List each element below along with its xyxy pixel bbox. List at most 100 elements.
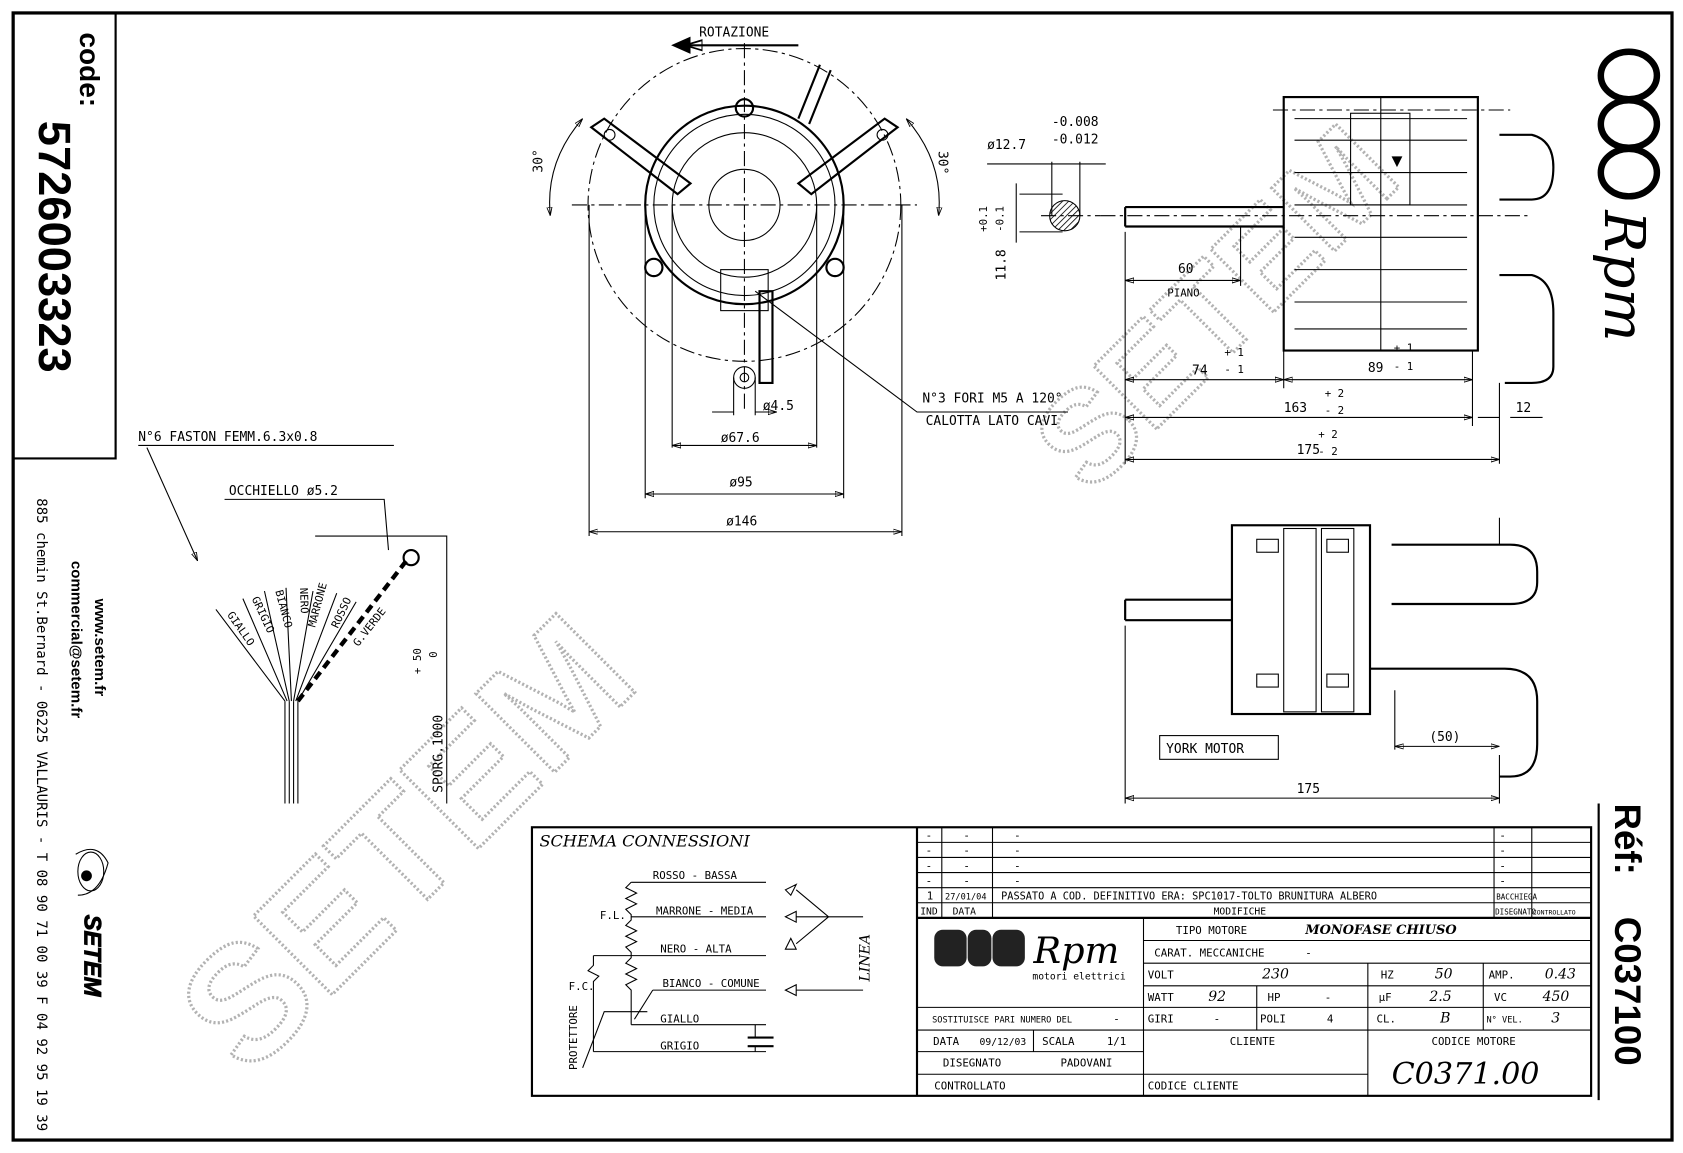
title-rpm-sub: motori elettrici	[1032, 971, 1125, 982]
uf-value: 2.5	[1428, 989, 1451, 1005]
rev-ind: -	[926, 859, 932, 872]
schema-line-grigio: GRIGIO	[660, 1039, 699, 1052]
ref-value: C037100	[1607, 917, 1648, 1066]
dim-74-tol-upper: + 1	[1224, 346, 1243, 359]
shaft-tol-upper: -0.008	[1052, 115, 1099, 130]
title-rpm-brand: Rpm	[1032, 929, 1119, 972]
dim-163-tol-lower: - 2	[1325, 404, 1344, 417]
wire-bianco: BIANCO	[272, 588, 295, 629]
cl-value: B	[1439, 1010, 1450, 1026]
rev-header-dis: DISEGNATO	[1495, 908, 1536, 917]
title-block-grid	[917, 917, 1592, 1096]
poli-value: 4	[1327, 1012, 1333, 1025]
rev-ind: -	[926, 829, 932, 842]
rev-ind: -	[926, 844, 932, 857]
email-link[interactable]: commercial@setem.fr	[67, 561, 84, 718]
cable-view: N°6 FASTON FEMM.6.3x0.8 OCCHIELLO ø5.2 G…	[138, 430, 448, 804]
rev-dis: BACCHIEGA	[1496, 893, 1537, 902]
amp-value: 0.43	[1545, 966, 1576, 982]
carat-label: CARAT. MECCANICHE	[1154, 947, 1264, 960]
data-label: DATA	[933, 1035, 959, 1048]
rev-dis: -	[1499, 829, 1505, 842]
rpm-brand: Rpm	[1591, 209, 1656, 341]
dim-hole: ø4.5	[763, 399, 794, 414]
dim-163-tol-upper: + 2	[1325, 387, 1344, 400]
schema-title: SCHEMA CONNESSIONI	[539, 832, 750, 851]
dim-50: (50)	[1429, 730, 1460, 745]
watt-value: 92	[1208, 989, 1226, 1005]
angle-left-label: 30°	[532, 149, 547, 172]
dim-175-tol-upper: + 2	[1318, 428, 1337, 441]
schema-fl: F.L.	[600, 909, 626, 922]
hz-label: HZ	[1381, 968, 1394, 981]
wire-grigio: GRIGIO	[249, 594, 277, 635]
rev-mod: -	[1014, 844, 1020, 857]
hp-label: HP	[1268, 991, 1281, 1004]
carat-value: -	[1305, 947, 1311, 960]
schema-line-giallo: GIALLO	[660, 1012, 699, 1025]
cable-length-tol-lower: 0	[427, 651, 440, 657]
website-link[interactable]: www.setem.fr	[91, 598, 108, 697]
rev-ind: 1	[927, 890, 933, 903]
volt-value: 230	[1261, 966, 1289, 982]
code-value: 5726003323	[29, 121, 80, 373]
schema-line-marrone: MARRONE - MEDIA	[656, 905, 754, 918]
dim-95: ø95	[729, 475, 752, 490]
hp-value: -	[1325, 991, 1331, 1004]
dim-12: 12	[1516, 401, 1532, 416]
rev-mod: -	[1014, 859, 1020, 872]
rev-data: 27/01/04	[945, 893, 986, 903]
dim-74: 74	[1192, 363, 1208, 378]
revision-table	[917, 827, 1592, 919]
poli-label: POLI	[1260, 1012, 1286, 1025]
tipo-motore-label: TIPO MOTORE	[1176, 924, 1247, 937]
angle-right-label: 30°	[935, 151, 950, 174]
schema-line-nero: NERO - ALTA	[660, 942, 732, 955]
schema-line-rosso: ROSSO - BASSA	[653, 869, 738, 882]
volt-label: VOLT	[1148, 968, 1174, 981]
schema-fc: F.C.	[569, 980, 595, 993]
scala-label: SCALA	[1042, 1035, 1075, 1048]
flat-tol-lower: -0.1	[993, 206, 1006, 232]
rev-data: -	[963, 859, 969, 872]
rev-mod: -	[1014, 874, 1020, 887]
schema-line-bianco: BIANCO - COMUNE	[662, 977, 759, 990]
shaft-section: ø12.7 -0.008 -0.012 11.8 +0.1 -0.1	[977, 115, 1106, 280]
rev-header-con: CONTROLLATO	[1533, 909, 1576, 917]
rev-dis: -	[1499, 874, 1505, 887]
code-label: code:	[74, 32, 105, 107]
piano-label: PIANO	[1167, 287, 1199, 300]
data-value: 09/12/03	[980, 1037, 1027, 1048]
side-view: 60 PIANO 74 + 1 - 1 89 + 1 - 1 163 + 2 -…	[1100, 95, 1555, 464]
dim-175: 175	[1297, 443, 1320, 458]
dim-67: ø67.6	[721, 431, 760, 446]
drawing-frame	[11, 11, 1674, 1142]
cliente-label: CLIENTE	[1230, 1035, 1275, 1048]
disegnato-label: DISEGNATO	[943, 1057, 1001, 1070]
cl-label: CL.	[1376, 1012, 1395, 1025]
codice-motore-value: C0371.00	[1392, 1057, 1540, 1092]
uf-label: µF	[1379, 991, 1392, 1004]
codice-motore-label: CODICE MOTORE	[1431, 1035, 1515, 1048]
dim-89-tol-upper: + 1	[1394, 342, 1413, 355]
right-sidebar: Rpm Réf: C037100	[1591, 48, 1661, 1101]
faston-note: N°6 FASTON FEMM.6.3x0.8	[138, 430, 317, 445]
giri-label: GIRI	[1148, 1012, 1174, 1025]
rev-header-mod: MODIFICHE	[1214, 907, 1267, 918]
vc-label: VC	[1494, 991, 1507, 1004]
rev-dis: -	[1499, 859, 1505, 872]
rev-data: -	[963, 844, 969, 857]
rpm-coils-logo-icon	[934, 929, 1025, 967]
rev-mod: -	[1014, 829, 1020, 842]
vc-value: 450	[1542, 989, 1570, 1005]
title-block-fields: TIPO MOTORE MONOFASE CHIUSO CARAT. MECCA…	[932, 923, 1576, 1092]
bottom-view: (50) 175 YORK MOTOR	[1124, 517, 1539, 804]
front-view: ROTAZIONE 30° 30° ø4.5 ø67.6 ø95 ø146	[532, 26, 1069, 537]
cable-length: SPORG.1000	[431, 715, 446, 793]
holes-note: N°3 FORI M5 A 120°	[922, 391, 1062, 406]
dim-146: ø146	[726, 514, 757, 529]
dim-175-bottom: 175	[1297, 782, 1320, 797]
title-block-logo: Rpm motori elettrici	[934, 929, 1126, 982]
disegnato-value: PADOVANI	[1060, 1057, 1112, 1070]
